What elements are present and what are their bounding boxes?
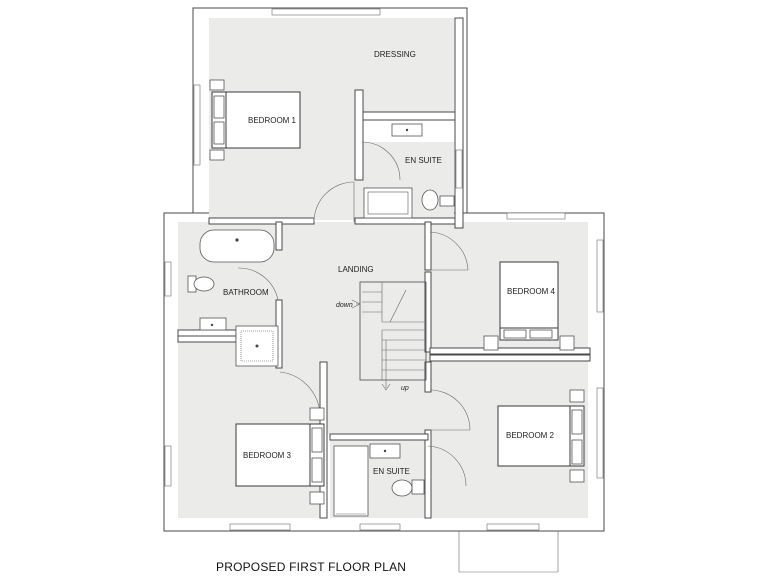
stairs-down-label: down [336, 302, 353, 309]
label-bathroom: BATHROOM [223, 288, 269, 297]
room-landing-2 [318, 368, 430, 434]
fixtures [187, 123, 455, 517]
label-bedroom1: BEDROOM 1 [248, 116, 297, 125]
stairs-up-label: up [401, 385, 409, 392]
label-bedroom2: BEDROOM 2 [506, 431, 555, 440]
furniture [209, 79, 585, 505]
plan-title: PROPOSED FIRST FLOOR PLAN [216, 560, 407, 574]
label-bedroom3: BEDROOM 3 [243, 451, 292, 460]
label-ensuite1: EN SUITE [405, 156, 442, 165]
canopy [458, 531, 559, 573]
label-landing: LANDING [338, 265, 374, 274]
windows [164, 8, 604, 531]
label-dressing: DRESSING [374, 50, 416, 59]
label-bedroom4: BEDROOM 4 [507, 287, 556, 296]
staircase [351, 281, 427, 391]
room-labels: DRESSING BEDROOM 1 EN SUITE LANDING BATH… [223, 50, 556, 476]
label-ensuite2: EN SUITE [373, 467, 410, 476]
room-dressing [361, 18, 454, 118]
